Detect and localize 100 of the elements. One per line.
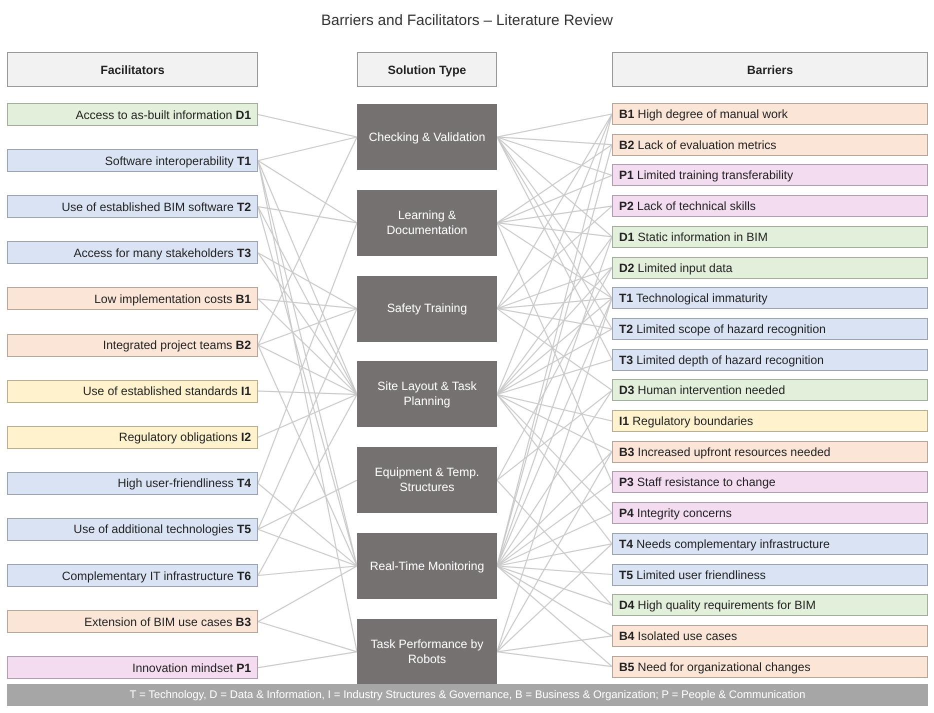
- node-text: Learning & Documentation: [386, 208, 468, 238]
- connector-line: [496, 543, 612, 567]
- connector-line: [496, 136, 612, 146]
- connector-line: [496, 512, 612, 566]
- facilitator-box: [7, 103, 258, 126]
- node-text: Access for many stakeholders T3: [74, 246, 251, 260]
- connector-line: [496, 566, 612, 636]
- connector-line: [258, 160, 358, 395]
- legend-note: T = Technology, D = Data & Information, I = Industry Structures & Governance, B = Business & Organization; P = People & Communication: [7, 684, 928, 706]
- connector-line: [496, 136, 612, 176]
- connector-line: [496, 266, 612, 310]
- barrier-box: [612, 564, 928, 586]
- connector-line: [496, 136, 612, 299]
- facilitator-box: [7, 287, 258, 310]
- facilitator-box: [7, 380, 258, 403]
- connector-line: [496, 298, 612, 310]
- node-text: P3 Staff resistance to change: [619, 475, 776, 490]
- facilitator-box: [7, 472, 258, 495]
- column-header: [7, 52, 258, 87]
- connector-line: [258, 252, 358, 310]
- connector-line: [258, 394, 358, 438]
- facilitator-box: [7, 241, 258, 264]
- node-text: P4 Integrity concerns: [619, 506, 732, 520]
- column-header: [612, 52, 928, 87]
- barrier-box: [612, 440, 928, 463]
- barrier-box: [612, 256, 928, 278]
- barrier-box: [612, 594, 928, 616]
- barrier-box: [612, 502, 928, 524]
- facilitator-box: [7, 334, 258, 356]
- node-text: Equipment & Temp. Structures: [374, 465, 480, 496]
- barrier-box: [612, 287, 928, 310]
- barrier-box: [612, 134, 928, 156]
- solution-box: [357, 104, 497, 170]
- connector-line: [258, 206, 358, 224]
- node-text: Use of established BIM software T2: [62, 200, 251, 214]
- barrier-box: [612, 318, 928, 340]
- connector-line: [258, 482, 358, 566]
- barrier-box: [612, 656, 928, 678]
- solution-box: [357, 361, 497, 428]
- connector-line: [496, 328, 612, 395]
- node-text: B1 High degree of manual work: [619, 107, 788, 121]
- connector-line: [258, 394, 358, 576]
- node-text: Integrated project teams B2: [102, 338, 251, 352]
- facilitator-box: [7, 195, 258, 218]
- connector-line: [496, 144, 612, 224]
- connector-line: [496, 113, 612, 138]
- connector-line: [496, 308, 612, 330]
- node-text: B4 Isolated use cases: [619, 628, 738, 643]
- connector-line: [496, 651, 612, 668]
- node-text: T4 Needs complementary infrastructure: [619, 536, 830, 551]
- barrier-box: [612, 195, 928, 218]
- connector-line: [496, 566, 612, 668]
- node-text: Software interoperability T1: [104, 154, 251, 168]
- solution-box: [357, 618, 497, 685]
- node-text: D1 Static information in BIM: [619, 230, 768, 244]
- connector-line: [496, 359, 612, 395]
- header-text: Facilitators: [100, 62, 165, 76]
- solution-box: [357, 190, 497, 256]
- connector-line: [496, 635, 612, 652]
- solution-box: [357, 276, 497, 342]
- facilitator-box: [7, 518, 258, 541]
- node-text: Checking & Validation: [368, 130, 486, 144]
- connector-line: [496, 480, 612, 606]
- connector-line: [258, 344, 358, 395]
- node-text: T2 Limited scope of hazard recognition: [619, 322, 826, 336]
- connector-line: [258, 621, 358, 652]
- connector-line: [258, 528, 358, 567]
- node-text: Complementary IT infrastructure T6: [62, 568, 251, 582]
- barrier-box: [612, 103, 928, 125]
- node-text: Real-Time Monitoring: [370, 558, 484, 574]
- node-text: Regulatory obligations I2: [118, 430, 251, 444]
- node-text: Access to as-built information D1: [76, 108, 251, 122]
- connector-line: [496, 543, 612, 652]
- node-text: Use of additional technologies T5: [74, 522, 251, 536]
- barrier-box: [612, 379, 928, 402]
- connector-line: [258, 308, 358, 346]
- connector-line: [496, 222, 612, 483]
- solution-box: [357, 533, 497, 599]
- node-text: High user-friendliness T4: [118, 476, 251, 490]
- barrier-box: [612, 532, 928, 555]
- node-text: Innovation mindset P1: [132, 660, 251, 675]
- barrier-box: [612, 226, 928, 248]
- facilitator-box: [7, 149, 258, 172]
- node-text: Extension of BIM use cases B3: [84, 614, 251, 629]
- connector-line: [496, 206, 612, 310]
- connector-line: [258, 114, 358, 138]
- diagram-title: Barriers and Facilitators – Literature Review: [320, 12, 614, 29]
- header-text: Barriers: [746, 62, 794, 76]
- connector-line: [496, 394, 612, 514]
- node-text: D4 High quality requirements for BIM: [619, 598, 816, 612]
- node-text: T5 Limited user friendliness: [619, 568, 766, 582]
- barrier-box: [612, 624, 928, 647]
- connector-line: [496, 565, 612, 576]
- connector-line: [496, 267, 612, 480]
- node-text: D3 Human intervention needed: [619, 383, 786, 398]
- node-text: Low implementation costs B1: [94, 292, 251, 306]
- barrier-box: [612, 471, 928, 494]
- facilitator-box: [7, 656, 258, 680]
- connector-line: [258, 566, 358, 622]
- node-text: Safety Training: [386, 301, 468, 316]
